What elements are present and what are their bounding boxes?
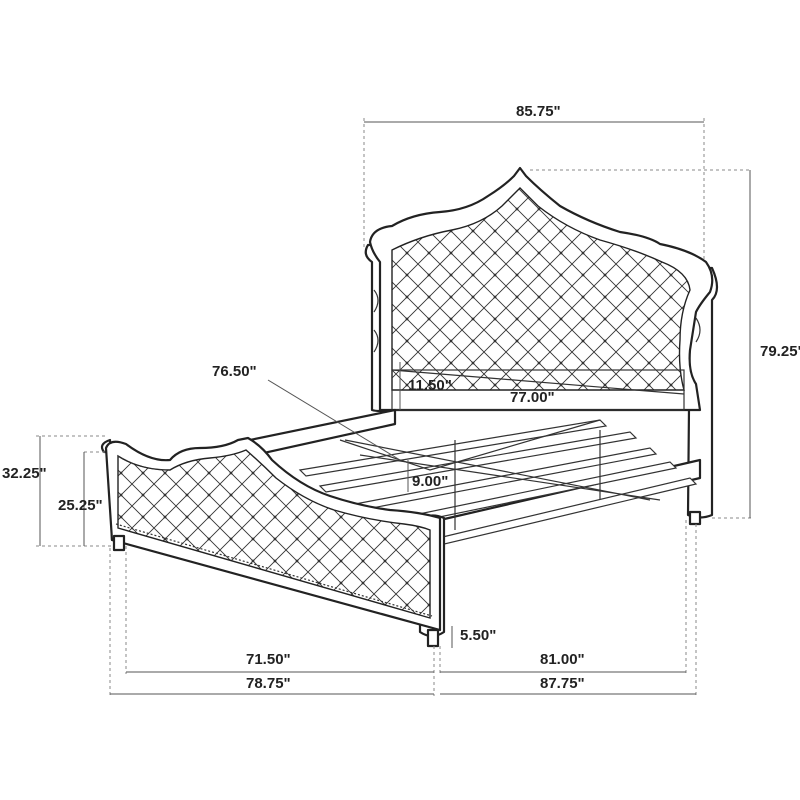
footboard-inner-height-label: 25.25"	[58, 497, 103, 514]
headboard-height-label: 79.25"	[760, 343, 800, 360]
left-side-rail	[248, 408, 397, 458]
overall-width-label: 85.75"	[516, 103, 561, 120]
front-left-leg	[112, 534, 126, 552]
back-right-leg	[688, 510, 702, 526]
leg-clearance-label: 5.50"	[460, 627, 496, 644]
side-outer-length-label: 87.75"	[540, 675, 585, 692]
slats	[298, 419, 698, 547]
headboard	[364, 166, 719, 519]
footboard-outer-width-label: 78.75"	[246, 675, 291, 692]
headboard-rail-edge	[391, 369, 685, 395]
side-inner-length-label: 81.00"	[540, 651, 585, 668]
footboard-tufted-panel	[117, 449, 431, 619]
headboard-lower-band	[391, 369, 685, 411]
bed-frame	[248, 408, 702, 547]
center-support	[339, 419, 601, 471]
footboard-inner-width-label: 71.50"	[246, 651, 291, 668]
headboard-bolster-detail	[373, 289, 701, 353]
footboard-outer-height-label: 32.25"	[2, 465, 47, 482]
front-right-leg	[426, 628, 440, 648]
diagonal-depth-label: 76.50"	[212, 363, 257, 380]
footboard	[100, 436, 702, 648]
headboard-tufted-panel	[391, 187, 691, 391]
rail-height-label: 11.50"	[408, 377, 452, 394]
footboard-nailhead-trim	[115, 523, 433, 617]
footboard-top-trim	[117, 455, 171, 471]
slat-clearance-label: 9.00"	[412, 473, 448, 490]
dimension-lines	[36, 118, 752, 696]
inner-width-label: 77.00"	[510, 389, 555, 406]
